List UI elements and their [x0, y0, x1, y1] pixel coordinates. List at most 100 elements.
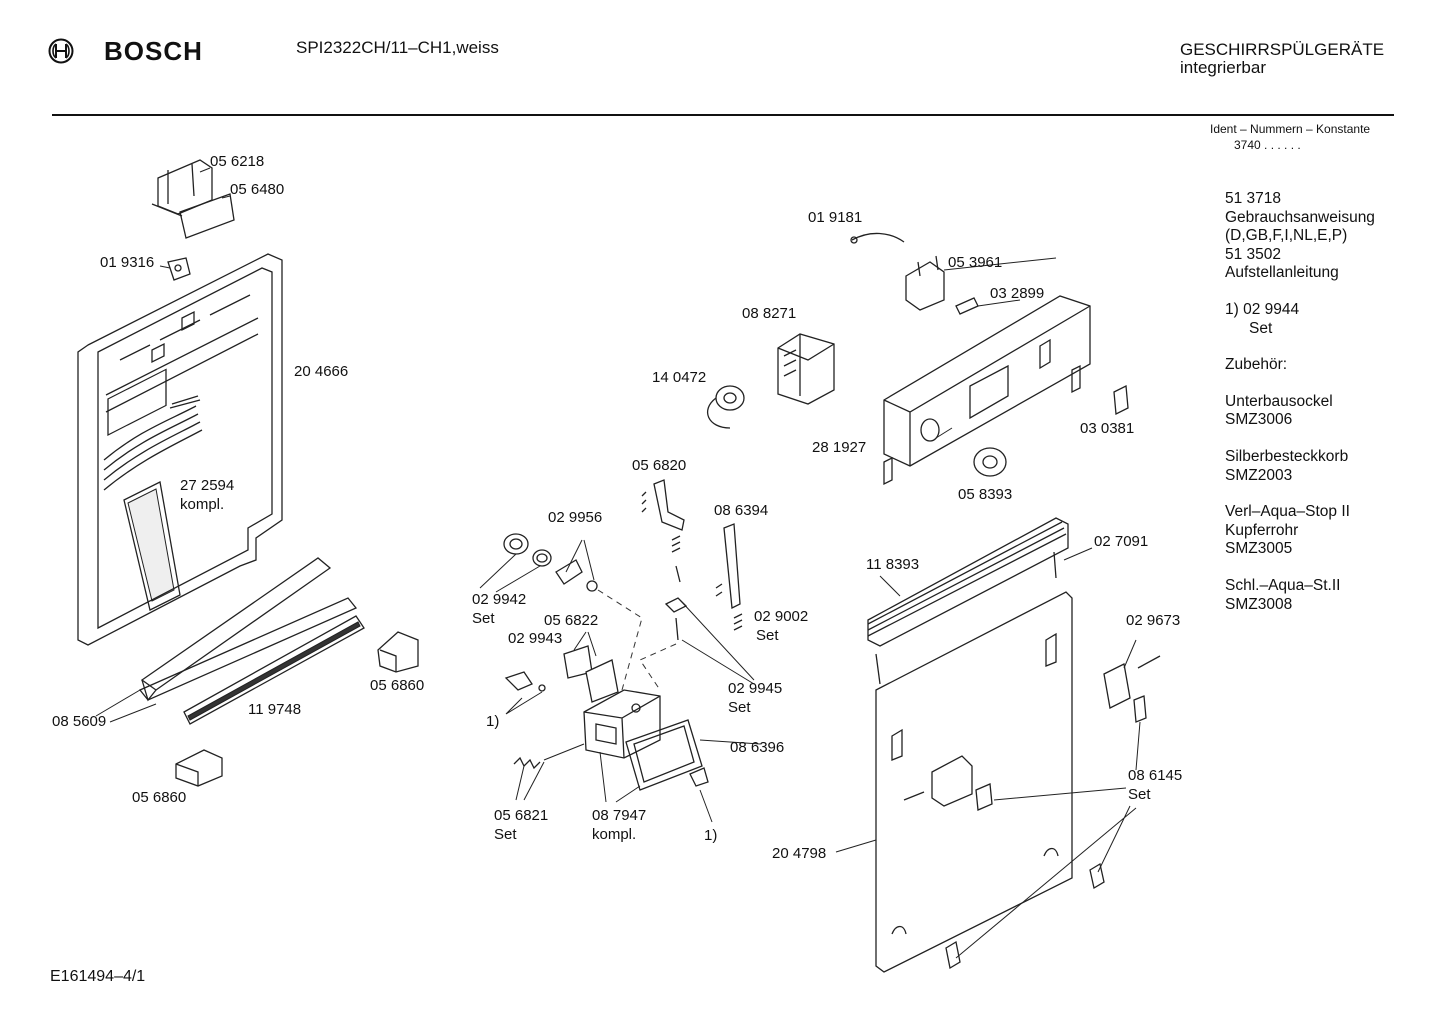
part-label: 08 5609 [52, 713, 106, 730]
part-label: 05 8393 [958, 486, 1012, 503]
part-label: 1) [704, 827, 717, 844]
screw-02-7091 [1053, 551, 1057, 579]
note-line: SMZ3006 [1225, 411, 1293, 429]
note-line: Unterbausockel [1225, 392, 1333, 410]
note-line: Kupferrohr [1225, 521, 1299, 539]
control-panel-28-1927 [883, 295, 1091, 486]
part-label: 11 8393 [866, 556, 919, 573]
part-label: 02 9956 [548, 509, 602, 526]
note-line: (D,GB,F,I,NL,E,P) [1225, 227, 1348, 245]
knob-05-8393 [973, 447, 1007, 477]
top-strip-11-8393 [867, 517, 1069, 647]
part-label: 02 9943 [508, 630, 562, 647]
part-label: 08 6396 [730, 739, 784, 756]
knob-14-0472 [706, 385, 745, 429]
bracket-05-6820 [641, 479, 685, 531]
door-seal-11-9748 [138, 597, 365, 725]
note-line: 51 3718 [1225, 190, 1282, 207]
seal-05-6822 [563, 645, 619, 703]
lever-02-9943 [504, 671, 546, 692]
spring-02-9002 [733, 613, 743, 631]
cylinder-02-9956 [555, 559, 598, 592]
part-label: 05 6480 [230, 181, 284, 198]
assembly-guide-line [597, 589, 643, 691]
part-label: 05 6820 [632, 457, 686, 474]
door-hinge-bracket [151, 159, 235, 239]
part-label: Set [728, 699, 751, 716]
part-label: Set [494, 826, 517, 843]
part-label: 02 9942 [472, 591, 526, 608]
cable-01-9181 [850, 232, 905, 244]
part-label: 08 8271 [742, 305, 796, 322]
note-line: SMZ2003 [1225, 466, 1293, 484]
part-label: 20 4666 [294, 363, 348, 380]
part-label: 05 6821 [494, 807, 548, 824]
part-label: Set [1128, 786, 1151, 803]
part-label: 20 4798 [772, 845, 826, 862]
part-label: 08 6394 [714, 502, 768, 519]
bosch-logo-icon [48, 38, 74, 64]
part-label: 02 9945 [728, 680, 782, 697]
note-line: Schl.–Aqua–St.II [1225, 576, 1341, 594]
brand-name: BOSCH [104, 36, 203, 66]
switch-bracket-05-3961 [905, 255, 945, 311]
bracket-08-6394 [715, 523, 741, 610]
part-label: kompl. [592, 826, 636, 843]
note-line: 51 3502 [1225, 245, 1282, 263]
part-label: 11 9748 [248, 701, 301, 718]
ident-title: Ident – Nummern – Konstante [1210, 122, 1371, 136]
drawing-id: E161494–4/1 [50, 968, 146, 985]
hinge-02-9673 [1103, 655, 1161, 709]
note-line: Aufstellanleitung [1225, 264, 1339, 282]
timer-08-8271 [777, 333, 835, 405]
part-label: 27 2594 [180, 477, 234, 494]
part-label: kompl. [180, 496, 224, 513]
inner-door-panel [77, 253, 283, 646]
appliance-subcategory: integrierbar [1180, 58, 1266, 77]
part-label: Set [756, 627, 779, 644]
assembly-guide-line [639, 643, 677, 691]
note-line: Silberbesteckkorb [1225, 447, 1349, 465]
part-label: 03 0381 [1080, 420, 1134, 437]
screws-02-9945 [664, 535, 688, 641]
button-03-2899 [955, 297, 979, 315]
part-label: 14 0472 [652, 369, 706, 386]
part-label: 05 6860 [132, 789, 186, 806]
note-line: Gebrauchsanweisung [1225, 208, 1375, 226]
note-line: Zubehör: [1225, 356, 1288, 374]
clips-08-6145 [945, 695, 1147, 970]
part-label: 05 3961 [948, 254, 1002, 271]
ident-value: 3740 . . . . . . [1234, 138, 1301, 152]
part-label: 08 6145 [1128, 767, 1182, 784]
part-label: 02 9002 [754, 608, 808, 625]
clip-03-0381 [1113, 384, 1129, 416]
part-label: 05 6860 [370, 677, 424, 694]
spring-05-6821 [513, 743, 585, 770]
part-label: 03 2899 [990, 285, 1044, 302]
leader-lines [95, 167, 1141, 959]
part-label: 02 7091 [1094, 533, 1148, 550]
part-label: Set [472, 610, 495, 627]
part-label: 28 1927 [812, 439, 866, 456]
side-notes: 51 3718 Gebrauchsanweisung (D,GB,F,I,NL,… [1225, 190, 1375, 614]
outer-door-panel-20-4798 [875, 591, 1073, 973]
part-labels: 05 6218 05 6480 01 9316 20 4666 27 2594 … [52, 153, 1182, 862]
clip-01-9316 [167, 257, 191, 281]
part-label: 05 6822 [544, 612, 598, 629]
note-line: SMZ3005 [1225, 540, 1293, 558]
part-label: 05 6218 [210, 153, 264, 170]
foot-block-05-6860-b [175, 749, 223, 787]
model-number: SPI2322CH/11–CH1,weiss [296, 38, 499, 57]
note-line: 1) 02 9944 [1225, 300, 1300, 318]
header-divider [52, 114, 1394, 116]
note-line: Set [1249, 319, 1273, 337]
knob-02-9942 [503, 533, 552, 567]
elbow-fitting [689, 767, 709, 787]
part-label: 02 9673 [1126, 612, 1180, 629]
part-label: 01 9316 [100, 254, 154, 271]
appliance-category: GESCHIRRSPÜLGERÄTE [1180, 40, 1385, 59]
part-label: 08 7947 [592, 807, 646, 824]
part-label: 01 9181 [808, 209, 862, 226]
note-line: Verl–Aqua–Stop II [1225, 503, 1350, 521]
